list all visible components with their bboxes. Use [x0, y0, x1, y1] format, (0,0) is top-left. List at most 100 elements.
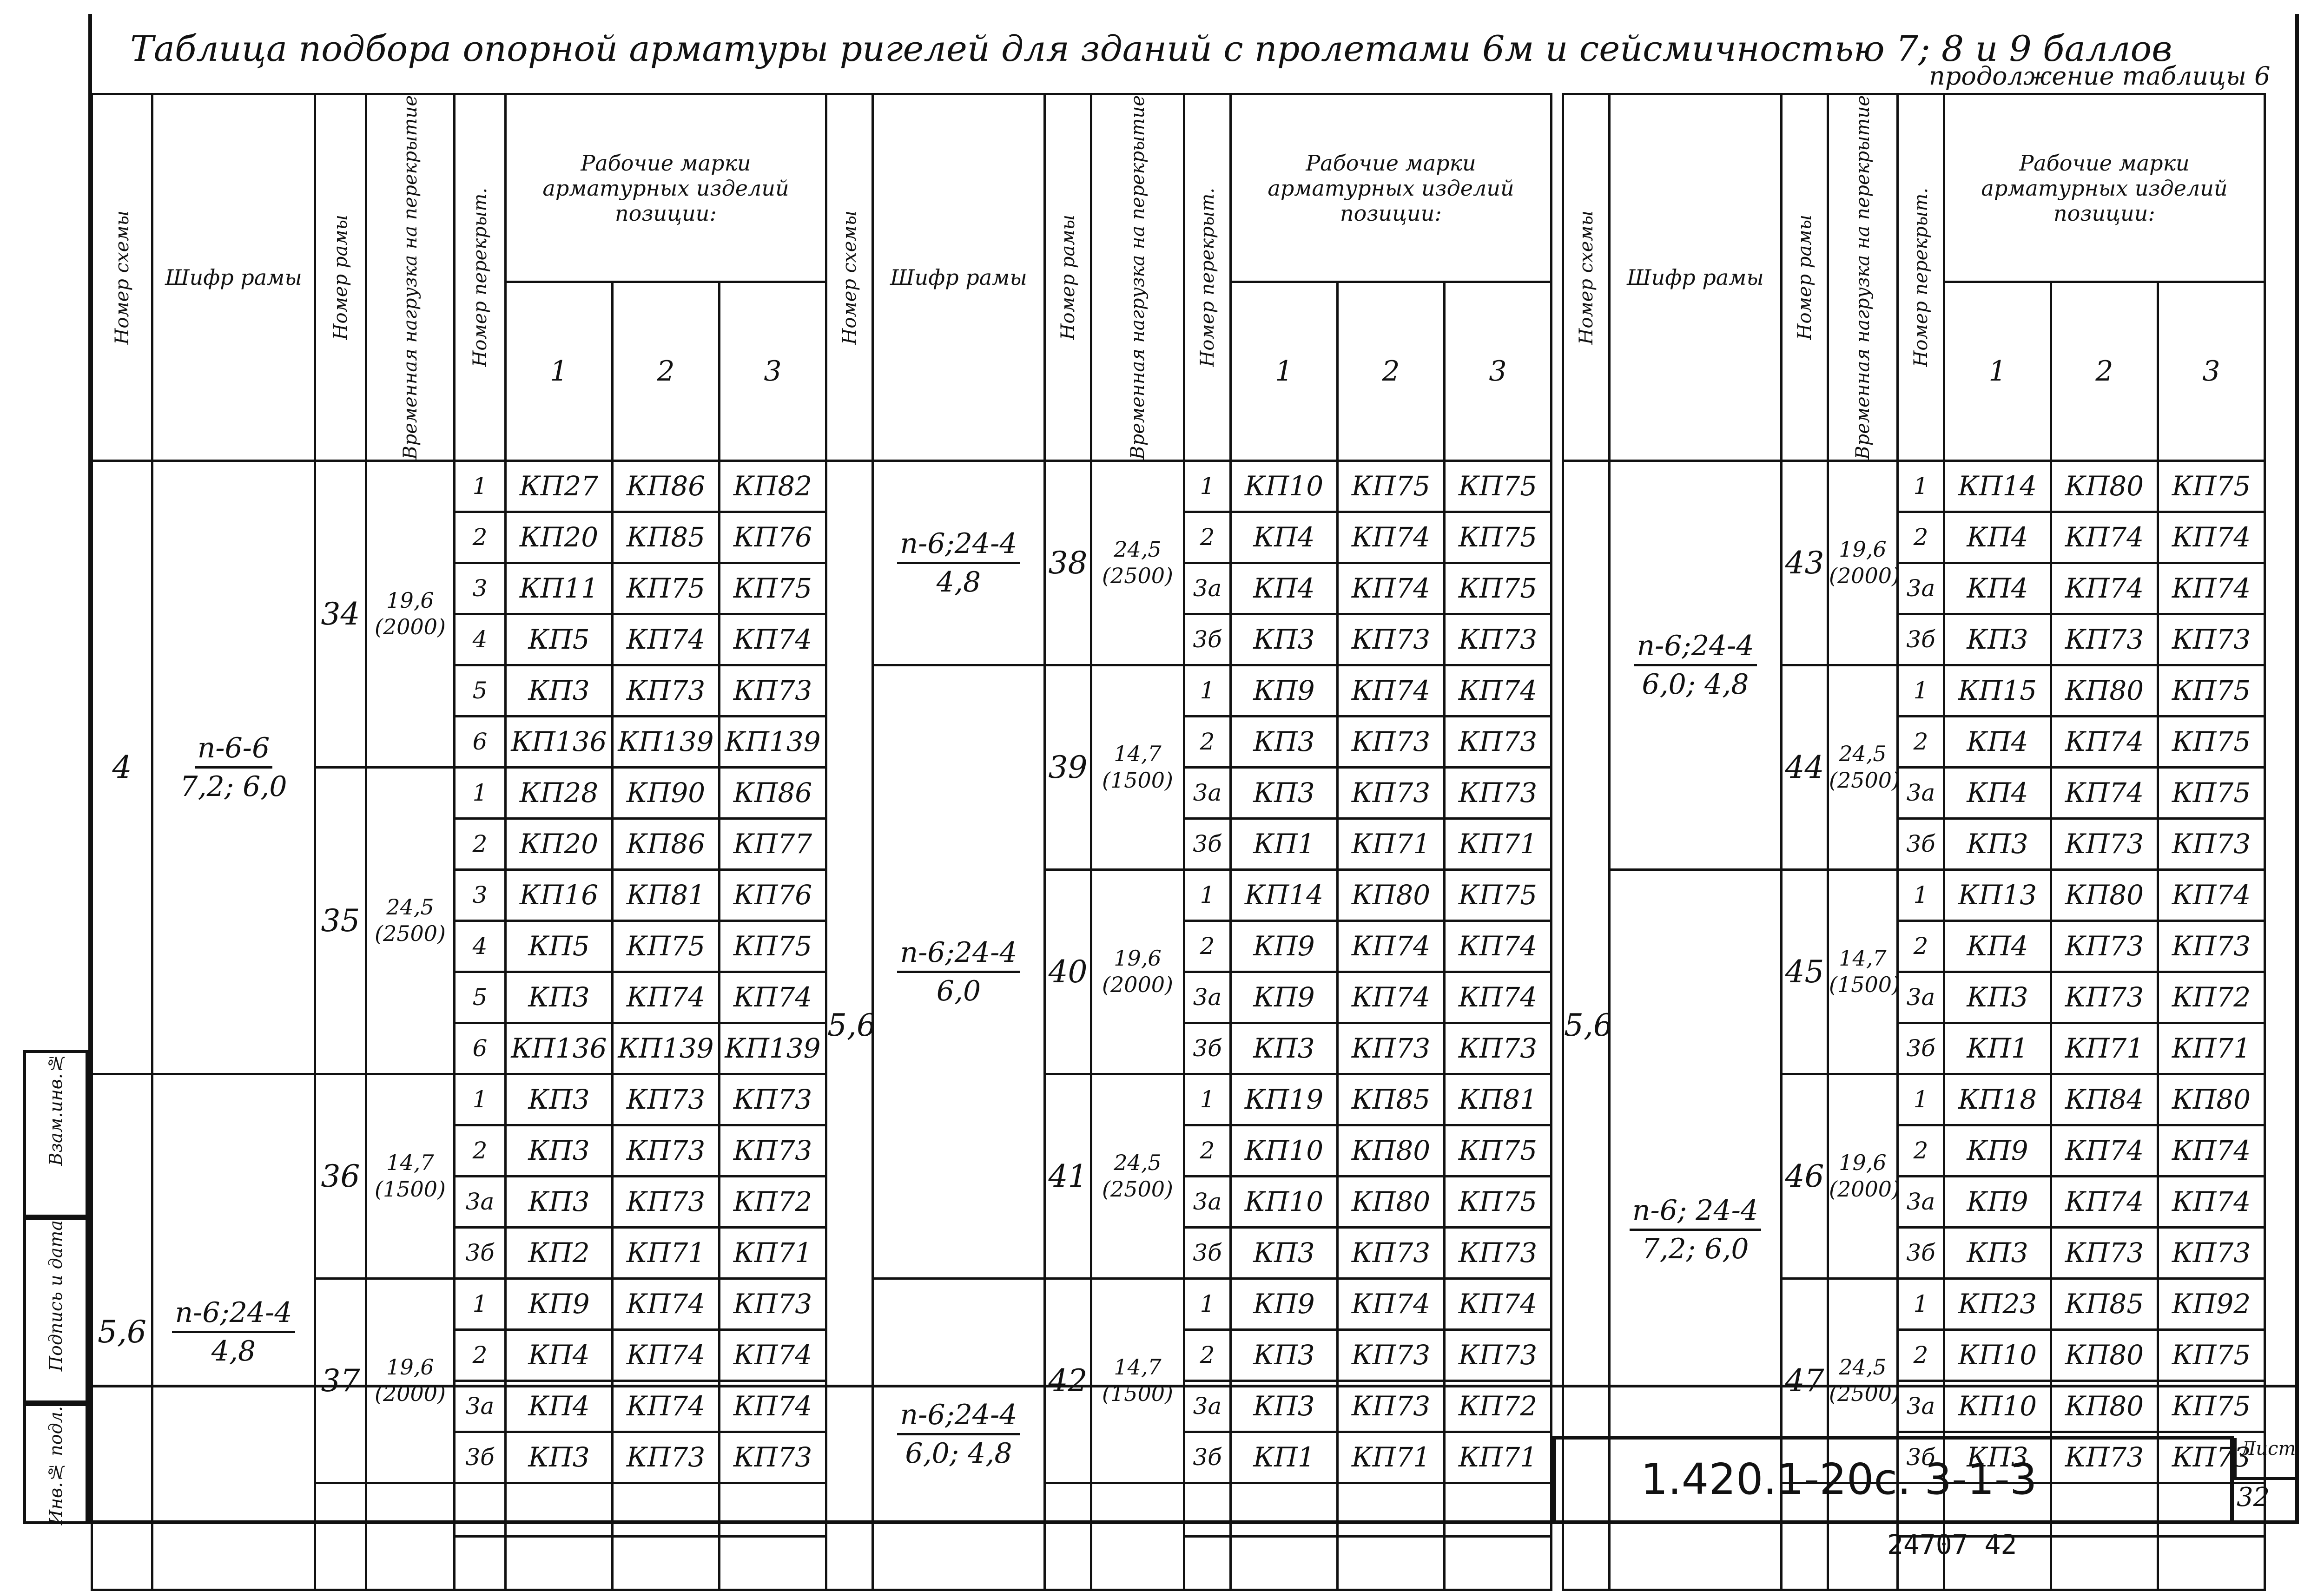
mark-position-3: КП75 — [1443, 868, 1552, 922]
frame-number: 40 — [1043, 868, 1092, 1075]
load-kpa: 24,5 — [1839, 1354, 1887, 1380]
frame-number: 46 — [1780, 1072, 1829, 1280]
mark-position-1: КП14 — [1943, 459, 2052, 513]
mark-position-1: КП4 — [504, 1379, 614, 1433]
header-load-label: Временная нагрузка на перекрытие — [1852, 95, 1874, 460]
floor-number: 1 — [1896, 459, 1945, 513]
empty-cell — [504, 1535, 614, 1591]
floor-number: 1 — [1896, 868, 1945, 922]
empty-cell — [1183, 1535, 1232, 1591]
mark-position-1: КП27 — [504, 459, 614, 513]
floor-number: 4 — [453, 919, 507, 973]
frame-code-bottom: 4,8 — [211, 1335, 256, 1367]
mark-position-1: КП4 — [1229, 561, 1339, 615]
mark-position-1: КП3 — [1229, 1328, 1339, 1382]
scheme-number: 5,6 — [1562, 459, 1611, 1591]
mark-position-1: КП20 — [504, 817, 614, 871]
header-floor: Номер перекрыт. — [453, 93, 507, 462]
mark-position-1: КП1 — [1943, 1021, 2052, 1075]
mark-position-2: КП80 — [2050, 664, 2159, 717]
floor-number: 3б — [1183, 1021, 1232, 1075]
load-kgf: (2000) — [1829, 1177, 1898, 1202]
mark-position-1: КП3 — [504, 664, 614, 717]
mark-position-2: КП74 — [611, 612, 720, 666]
load-kgf: (2000) — [1102, 972, 1173, 998]
header-scheme: Номер схемы — [91, 93, 153, 462]
floor-number: 3б — [1896, 1226, 1945, 1280]
empty-cell — [314, 1481, 367, 1591]
mark-position-1: КП4 — [1943, 510, 2052, 564]
floor-number: 2 — [1183, 1124, 1232, 1177]
mark-position-3: КП75 — [1443, 1124, 1552, 1177]
header-scheme-label: Номер схемы — [111, 210, 133, 345]
mark-position-2: КП84 — [2050, 1072, 2159, 1126]
mark-position-1: КП9 — [1229, 919, 1339, 973]
mark-position-1: КП3 — [1943, 612, 2052, 666]
mark-position-2: КП139 — [611, 715, 720, 769]
load-kpa: 19,6 — [1839, 536, 1887, 562]
frame-number: 43 — [1780, 459, 1829, 666]
empty-cell — [1896, 1481, 1945, 1538]
header-scheme: Номер схемы — [1562, 93, 1611, 462]
frame-code-bottom: 6,0; 4,8 — [1642, 668, 1749, 701]
frame-code-bottom: 4,8 — [936, 565, 981, 598]
scheme-number: 5,6 — [825, 459, 874, 1591]
header-load-label: Временная нагрузка на перекрытие — [1127, 95, 1149, 460]
empty-cell — [611, 1481, 720, 1538]
frame-code-top: п-6;24-4 — [1634, 628, 1757, 666]
empty-cell — [365, 1481, 456, 1591]
mark-position-1: КП3 — [1229, 612, 1339, 666]
mark-position-2: КП86 — [611, 459, 720, 513]
frame-number: 39 — [1043, 664, 1092, 871]
floor-number: 3б — [1183, 1430, 1232, 1484]
empty-cell — [1943, 1481, 2052, 1538]
empty-cell — [453, 1481, 507, 1538]
floor-number: 3б — [453, 1226, 507, 1280]
mark-position-3: КП73 — [718, 1430, 827, 1484]
header-scheme: Номер схемы — [825, 93, 874, 462]
live-load: 19,6(2000) — [1827, 1072, 1899, 1280]
mark-position-1: КП3 — [1229, 1021, 1339, 1075]
live-load: 14,7(1500) — [365, 1072, 456, 1280]
load-kpa: 19,6 — [1839, 1150, 1887, 1175]
mark-position-3: КП73 — [1443, 1328, 1552, 1382]
mark-position-2: КП71 — [2050, 1021, 2159, 1075]
floor-number: 1 — [1183, 664, 1232, 717]
live-load: 24,5(2500) — [1090, 1072, 1185, 1280]
frame-code-bottom: 7,2; 6,0 — [180, 770, 287, 803]
floor-number: 1 — [453, 1277, 507, 1331]
mark-position-3: КП73 — [718, 664, 827, 717]
mark-position-2: КП74 — [2050, 510, 2159, 564]
header-frame-number-label: Номер рамы — [1057, 215, 1079, 340]
floor-number: 3а — [1183, 1175, 1232, 1229]
title-stamp — [1552, 1436, 2234, 1524]
mark-position-2: КП73 — [611, 1430, 720, 1484]
mark-position-3: КП74 — [718, 612, 827, 666]
header-scheme-label: Номер схемы — [838, 210, 860, 345]
header-frame-code: Шифр рамы — [872, 93, 1046, 462]
mark-position-1: КП4 — [1943, 715, 2052, 769]
